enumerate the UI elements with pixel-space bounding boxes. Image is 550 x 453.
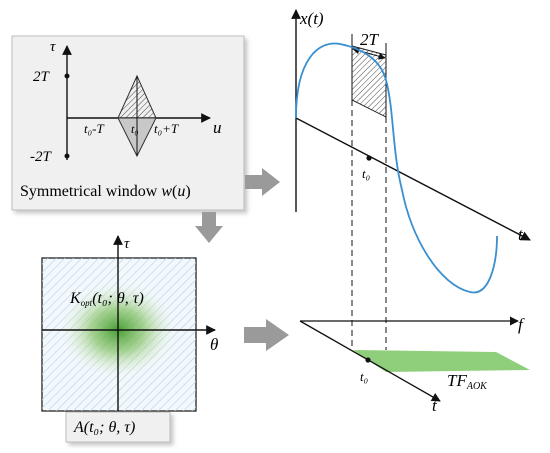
signal-x-label: x(t) xyxy=(299,9,324,28)
signal-t-axis xyxy=(295,117,531,241)
arrow-to-ambiguity xyxy=(195,212,223,243)
window-t0-label: t₀ xyxy=(131,122,139,136)
signal-t0-label: t₀ xyxy=(362,166,370,181)
signal-curve xyxy=(295,42,498,294)
tf-panel: f t t₀ TFAOK xyxy=(299,315,530,415)
signal-2T-label: 2T xyxy=(360,30,380,49)
tick-neg2T-dot xyxy=(64,153,70,159)
tick-2T-dot xyxy=(64,73,70,79)
ambiguity-panel: τ θ Kopt(t₀; θ, τ) A(t₀; θ, τ) xyxy=(41,235,218,443)
ambiguity-tau-label: τ xyxy=(124,236,130,252)
ambiguity-caption: A(t₀; θ, τ) xyxy=(73,419,135,436)
tf-aok-label: TFAOK xyxy=(447,371,488,392)
tick-2T-label: 2T xyxy=(33,69,51,85)
signal-t-label: t xyxy=(518,225,524,244)
tf-t0-label: t₀ xyxy=(360,369,368,384)
tf-green-band xyxy=(353,350,530,372)
tf-f-label: f xyxy=(518,315,525,334)
t0-minus-T-label: t₀-T xyxy=(84,121,104,136)
tick-neg2T-label: -2T xyxy=(30,149,52,165)
arrow-to-tf xyxy=(244,319,289,351)
ambiguity-theta-label: θ xyxy=(210,335,218,354)
window-panel: τ u 2T -2T t₀-T t₀ t₀+T Symmetrical wind… xyxy=(11,35,245,211)
arrow-to-signal xyxy=(245,168,280,196)
window-u-label: u xyxy=(213,118,222,137)
signal-panel: x(t) 2T t t₀ xyxy=(291,9,531,294)
window-tau-label: τ xyxy=(50,39,56,55)
ambiguity-caption-box xyxy=(65,411,171,443)
tf-t0-dot xyxy=(365,357,371,363)
t0-plus-T-label: t₀+T xyxy=(154,121,179,136)
window-caption: Symmetrical window w(u) xyxy=(20,183,191,200)
signal-t0-dot xyxy=(366,155,372,161)
tf-t-label: t xyxy=(432,396,438,415)
kernel-label: Kopt(t₀; θ, τ) xyxy=(69,290,144,308)
